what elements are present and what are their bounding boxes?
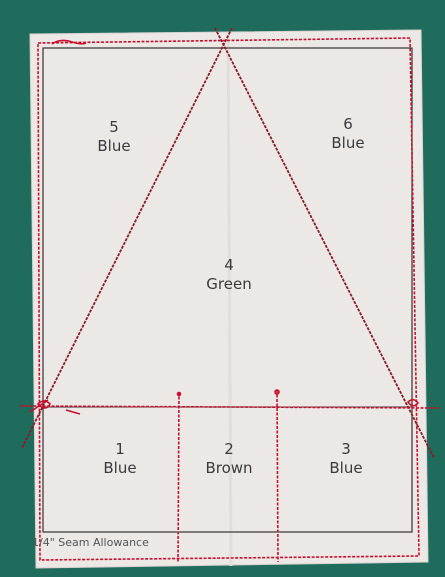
section-6-color: Blue: [308, 134, 388, 153]
section-3-color: Blue: [306, 459, 386, 478]
section-5-color: Blue: [74, 137, 154, 156]
section-1-color: Blue: [80, 459, 160, 478]
section-4-color: Green: [189, 275, 269, 294]
section-2-number: 2: [189, 440, 269, 459]
section-6-number: 6: [308, 115, 388, 134]
section-1-label: 1 Blue: [80, 440, 160, 478]
section-1-number: 1: [80, 440, 160, 459]
section-2-label: 2 Brown: [189, 440, 269, 478]
section-2-color: Brown: [189, 459, 269, 478]
section-3-label: 3 Blue: [306, 440, 386, 478]
section-5-number: 5: [74, 118, 154, 137]
section-4-number: 4: [189, 256, 269, 275]
seam-allowance-caption: 1/4" Seam Allowance: [32, 536, 149, 549]
section-6-label: 6 Blue: [308, 115, 388, 153]
section-5-label: 5 Blue: [74, 118, 154, 156]
section-3-number: 3: [306, 440, 386, 459]
section-4-label: 4 Green: [189, 256, 269, 294]
